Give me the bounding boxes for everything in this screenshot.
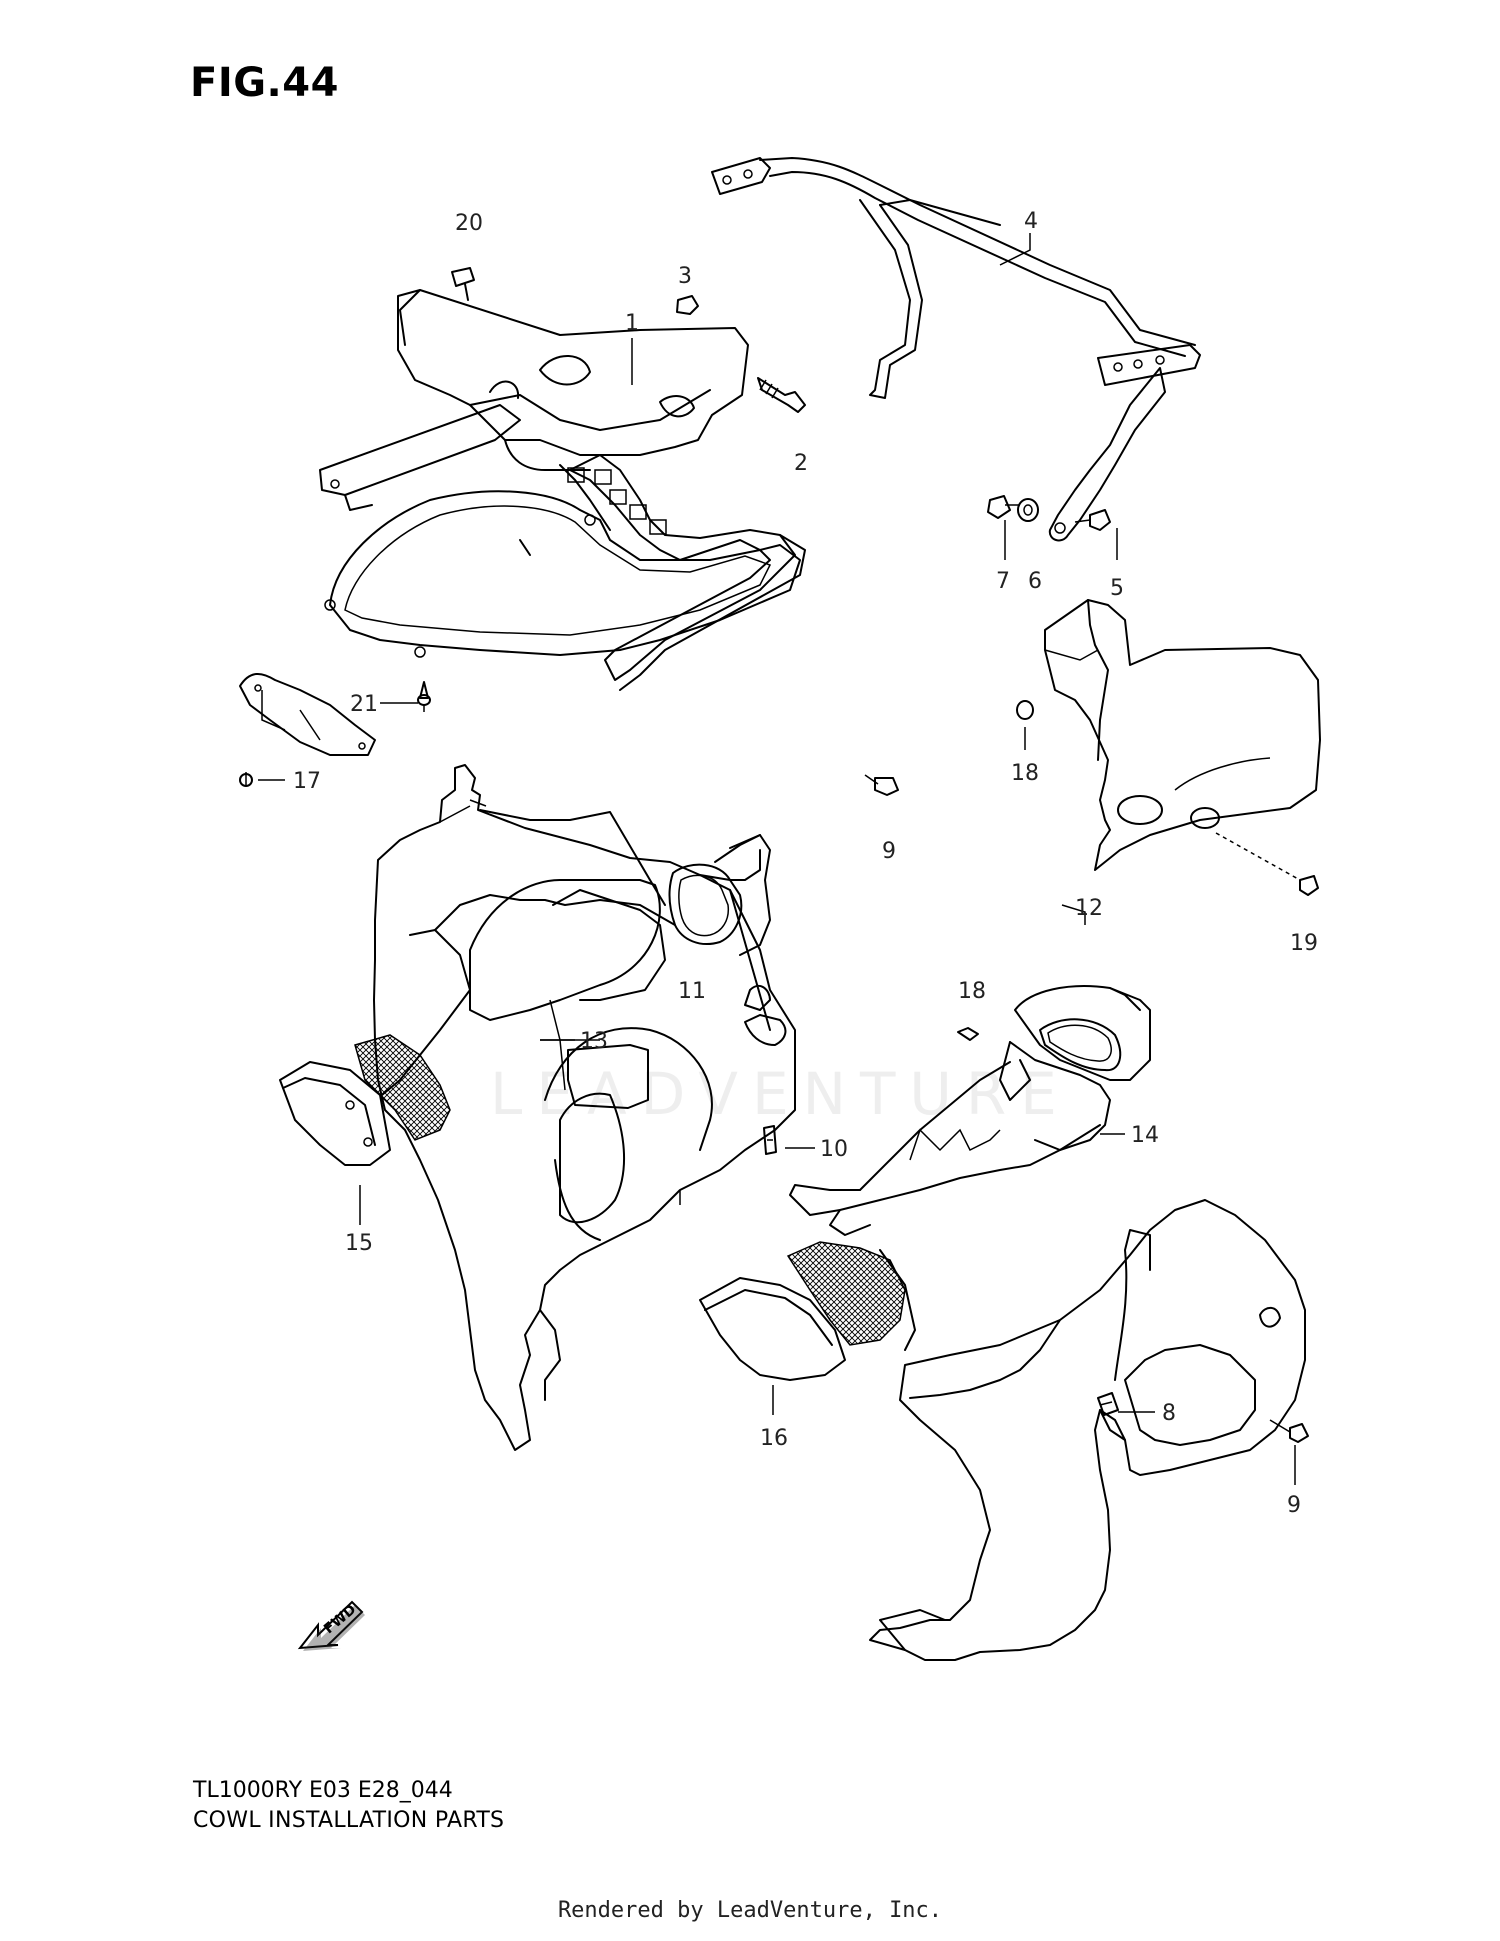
part-air-duct-11 <box>381 809 771 1096</box>
callout-20: 20 <box>455 211 483 236</box>
part-screw-19 <box>1215 832 1319 896</box>
part-screw-9-upper <box>864 774 899 796</box>
callout-19: 19 <box>1290 931 1318 956</box>
callout-1: 1 <box>625 311 639 336</box>
part-washer-18-lower <box>957 1027 979 1041</box>
part-bolt-7 <box>987 495 1020 519</box>
callout-17: 17 <box>293 769 321 794</box>
callout-13: 13 <box>580 1029 608 1054</box>
part-nut-3 <box>676 295 699 315</box>
rendered-by-credit: Rendered by LeadVenture, Inc. <box>557 1898 943 1923</box>
fwd-arrow-icon: FWD <box>297 1600 365 1651</box>
callout-labels: 20 3 1 4 2 7 6 5 21 17 18 9 19 12 11 13 … <box>293 209 1318 1518</box>
callout-21: 21 <box>350 692 378 717</box>
model-code: TL1000RY E03 E28_044 <box>193 1778 453 1803</box>
part-meter-panel <box>324 490 801 658</box>
callout-9-upper: 9 <box>882 839 896 864</box>
part-bolt-21 <box>417 681 431 712</box>
callout-2: 2 <box>794 451 808 476</box>
callout-14: 14 <box>1131 1123 1159 1148</box>
callout-7: 7 <box>996 569 1010 594</box>
part-washer-18-upper <box>1016 700 1034 720</box>
callout-3: 3 <box>678 264 692 289</box>
part-clip-8 <box>1097 1392 1119 1416</box>
callout-4: 4 <box>1024 209 1038 234</box>
callout-9-lower: 9 <box>1287 1493 1301 1518</box>
part-bolt-5 <box>1074 509 1111 531</box>
part-screw-9-lower <box>1269 1419 1309 1443</box>
part-bolt-17 <box>239 772 253 787</box>
leader-lines <box>258 233 1296 1485</box>
callout-6: 6 <box>1028 569 1042 594</box>
part-vent-16 <box>699 1241 916 1381</box>
figure-name: COWL INSTALLATION PARTS <box>193 1808 505 1833</box>
callout-18-lower: 18 <box>958 979 986 1004</box>
part-stay-4 <box>711 157 1201 542</box>
callout-16: 16 <box>760 1426 788 1451</box>
part-cowl-brace <box>319 289 806 691</box>
callout-5: 5 <box>1110 576 1124 601</box>
part-inner-right-panel <box>1044 599 1321 871</box>
part-bolt-2 <box>757 377 806 413</box>
callout-15: 15 <box>345 1231 373 1256</box>
part-vent-15 <box>279 1034 451 1166</box>
callout-18-upper: 18 <box>1011 761 1039 786</box>
part-air-duct-12 <box>1014 985 1151 1081</box>
part-inner-cowl-right <box>789 1041 1111 1236</box>
part-grommet-6 <box>1017 498 1039 522</box>
part-bolt-20 <box>451 267 475 301</box>
callout-11: 11 <box>678 979 706 1004</box>
callout-10: 10 <box>820 1137 848 1162</box>
part-lower-cowl-right <box>869 1199 1306 1661</box>
figure-title: FIG.44 <box>190 60 339 106</box>
part-bracket-small <box>239 673 376 756</box>
part-clip-10 <box>763 1125 777 1155</box>
callout-8: 8 <box>1162 1401 1176 1426</box>
callout-12: 12 <box>1075 896 1103 921</box>
